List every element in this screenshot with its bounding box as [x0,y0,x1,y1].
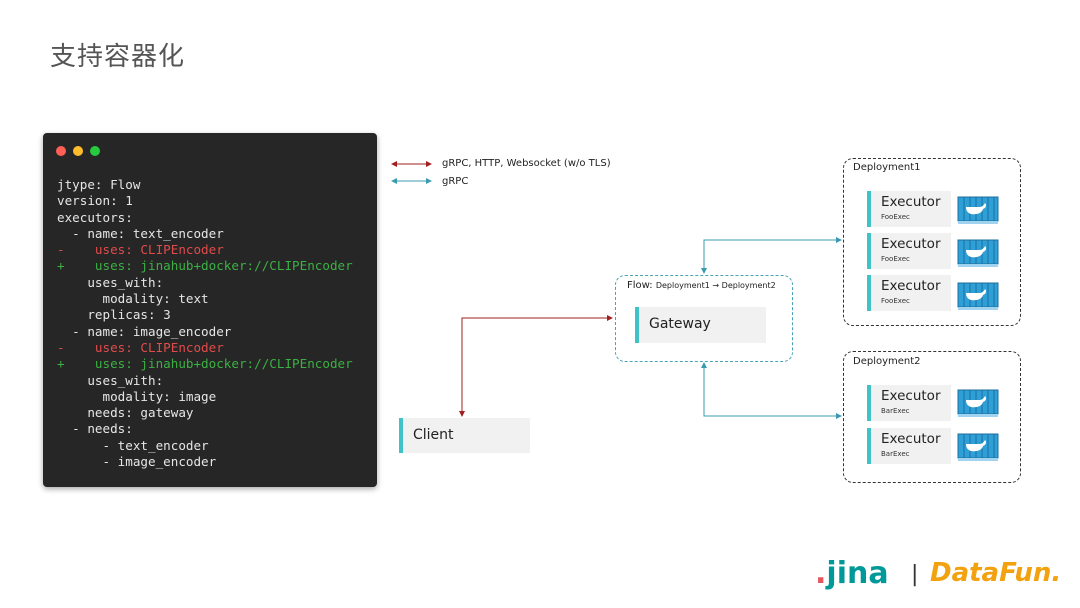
window-minimize-dot-icon [73,146,83,156]
client-node: Client [399,418,530,453]
code-line: - name: image_encoder [57,323,232,339]
docker-container-icon [957,433,999,461]
code-line: + uses: jinahub+docker://CLIPEncoder [57,258,353,274]
code-line: needs: gateway [57,405,194,421]
legend-teal-label: gRPC [442,176,469,187]
datafun-logo: DataFun. [930,558,1062,588]
jina-logo: .jina [815,556,889,591]
jina-logo-text: jina [826,556,889,591]
code-line: uses_with: [57,274,164,290]
gateway-node: Gateway [635,307,766,343]
deployment1-executor-3: Executor FooExec [867,275,951,311]
code-line: - text_encoder [57,437,209,453]
code-line: - name: text_encoder [57,225,224,241]
code-line: + uses: jinahub+docker://CLIPEncoder [57,356,353,372]
executor-sub: FooExec [881,297,910,305]
code-line: - needs: [57,421,133,437]
deployment1-label: Deployment1 [853,162,921,173]
executor-title: Executor [881,388,941,404]
gateway-deployment1-connector [701,237,842,274]
gateway-deployment2-connector [701,362,842,419]
page-title: 支持容器化 [50,42,186,72]
deployment1-executor-1: Executor FooExec [867,191,951,227]
code-line: modality: text [57,291,209,307]
executor-sub: FooExec [881,255,910,263]
code-line: replicas: 3 [57,307,171,323]
logo-divider: | [911,562,919,587]
code-line: - uses: CLIPEncoder [57,339,224,355]
window-maximize-dot-icon [90,146,100,156]
docker-container-icon [957,196,999,224]
executor-sub: BarExec [881,450,910,458]
code-window [43,133,377,487]
deployment1-executor-2: Executor FooExec [867,233,951,269]
docker-container-icon [957,239,999,267]
code-line: modality: image [57,388,217,404]
deployment2-executor-1: Executor BarExec [867,385,951,421]
docker-container-icon [957,282,999,310]
client-label: Client [413,427,454,443]
deployment2-executor-2: Executor BarExec [867,428,951,464]
deployment2-label: Deployment2 [853,356,921,367]
docker-container-icon [957,389,999,417]
flow-label: Flow: Deployment1 → Deployment2 [627,280,776,291]
legend-red-label: gRPC, HTTP, Websocket (w/o TLS) [442,158,611,169]
code-line: uses_with: [57,372,164,388]
code-line: jtype: Flow [57,177,141,192]
code-line: - image_encoder [57,454,217,470]
executor-title: Executor [881,278,941,294]
executor-title: Executor [881,236,941,252]
flow-label-sub: Deployment1 → Deployment2 [655,281,776,290]
client-gateway-connector [459,315,613,417]
flow-label-prefix: Flow: [627,280,653,291]
code-line: executors: [57,209,133,225]
yaml-code-block: jtype: Flow version: 1 executors: - name… [57,177,353,470]
executor-sub: FooExec [881,213,910,221]
code-line: version: 1 [57,193,133,209]
window-close-dot-icon [56,146,66,156]
executor-sub: BarExec [881,407,910,415]
executor-title: Executor [881,194,941,210]
executor-title: Executor [881,431,941,447]
gateway-label: Gateway [649,316,711,332]
code-line: - uses: CLIPEncoder [57,242,224,258]
